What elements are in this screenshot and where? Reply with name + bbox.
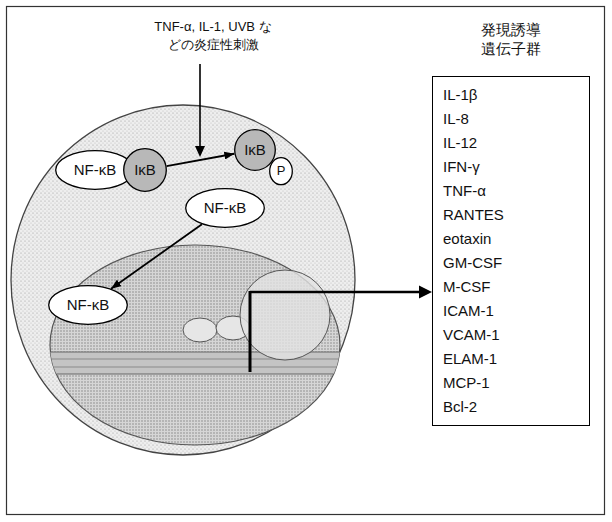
gene-name: Bcl-2 — [443, 395, 579, 419]
stimulus-arrow — [199, 64, 201, 147]
gene-name: IL-1β — [443, 83, 579, 107]
node-label: NF-κB — [204, 199, 247, 216]
node-label: P — [277, 164, 286, 179]
ikb-circle: IκB — [123, 148, 167, 192]
figure-frame — [7, 7, 605, 515]
nucleus-outline — [50, 245, 340, 445]
gene-list-node: 発現誘導 遺伝子群 IL-1βIL-8IL-12IFN-γTNF-αRANTESe… — [432, 20, 590, 426]
gene-name: ELAM-1 — [443, 347, 579, 371]
nfkb-oval-shape — [186, 189, 265, 228]
nfkb-oval-shape — [56, 151, 135, 190]
gene-name: eotaxin — [443, 227, 579, 251]
gene-name: TNF-α — [443, 179, 579, 203]
phosphate-circle-shape — [270, 157, 293, 184]
cell-outline — [11, 105, 355, 455]
gene-name: IL-8 — [443, 107, 579, 131]
expression-arrow — [250, 291, 421, 294]
node-label: IκB — [244, 141, 266, 158]
dna-drawing — [40, 352, 360, 374]
gene-name: IFN-γ — [443, 155, 579, 179]
dna-band — [40, 352, 360, 374]
gene-list-box: IL-1βIL-8IL-12IFN-γTNF-αRANTESeotaxinGM-… — [432, 76, 590, 426]
expression-arrowhead — [419, 286, 432, 299]
promoter-circle — [240, 270, 330, 360]
nfkb-oval: NF-κB — [185, 188, 265, 228]
ikb-circle-shape — [124, 149, 167, 192]
stimulus-label: TNF-α, IL-1, UVB などの炎症性刺激 — [154, 18, 272, 54]
ikb-circle-shape — [235, 130, 276, 171]
gene-name: IL-12 — [443, 131, 579, 155]
reaction-arrow — [167, 154, 235, 166]
nfkb-oval: NF-κB — [48, 285, 128, 325]
nfkb-oval-shape — [49, 286, 128, 325]
gene-name: VCAM-1 — [443, 323, 579, 347]
phosphate-circle: P — [269, 157, 293, 185]
histone-ellipse — [183, 318, 217, 342]
dna-stripe — [40, 367, 360, 368]
nfkb-oval: NF-κB — [55, 150, 135, 190]
gene-name: ICAM-1 — [443, 299, 579, 323]
node-label: NF-κB — [74, 161, 117, 178]
node-label: IκB — [134, 161, 156, 178]
gene-name: RANTES — [443, 203, 579, 227]
node-label: NF-κB — [67, 296, 110, 313]
dna-stripe — [40, 359, 360, 360]
gene-locus-line — [249, 291, 252, 372]
reaction-arrow — [111, 224, 202, 288]
gene-name: MCP-1 — [443, 371, 579, 395]
gene-name: M-CSF — [443, 275, 579, 299]
stimulus-arrowhead — [195, 146, 205, 157]
list-heading: 発現誘導 遺伝子群 — [479, 20, 544, 58]
gene-name: GM-CSF — [443, 251, 579, 275]
ikb-circle: IκB — [234, 129, 276, 171]
